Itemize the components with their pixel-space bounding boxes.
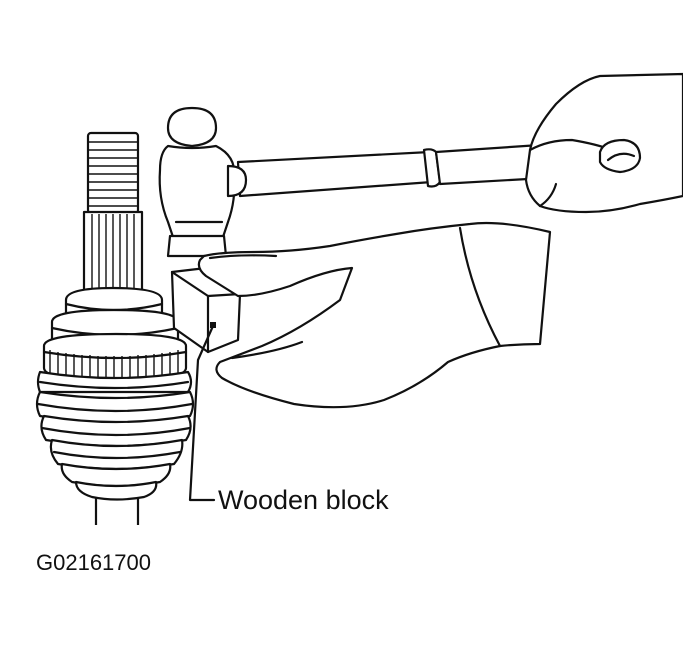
- callout-leader: [188, 324, 216, 502]
- upper-hand: [524, 72, 683, 214]
- lower-hand: [197, 221, 552, 409]
- figure-id-label: G02161700: [36, 550, 151, 575]
- cv-joint-gear-ring: [42, 332, 188, 382]
- axle-shaft-assembly: [35, 131, 195, 525]
- cv-boot-bellows: [35, 370, 195, 501]
- callout-label: Wooden block: [218, 485, 389, 515]
- hammer: [158, 106, 547, 258]
- splined-shaft: [82, 131, 144, 294]
